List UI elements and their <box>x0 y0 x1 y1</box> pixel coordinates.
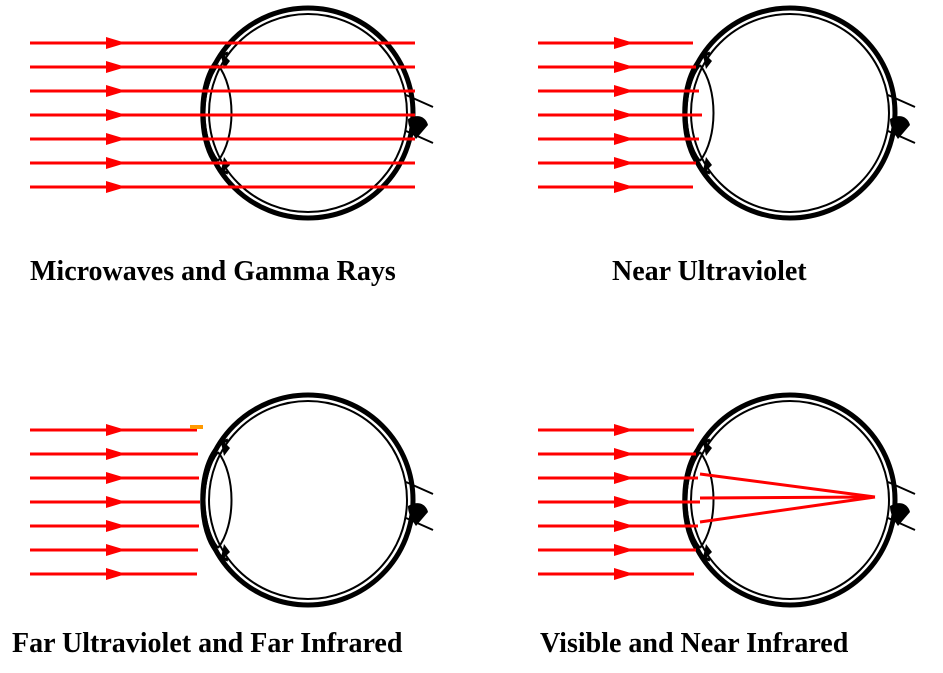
panel-visible-near-ir <box>538 395 915 605</box>
arrow-head-icon <box>106 157 126 169</box>
eye-outline-icon <box>684 395 915 605</box>
arrow-head-icon <box>614 496 634 508</box>
arrow-head-icon <box>106 85 126 97</box>
arrow-head-icon <box>106 37 126 49</box>
caption-near-ultraviolet: Near Ultraviolet <box>612 256 807 287</box>
ray-group <box>538 424 876 580</box>
panel-far-uv-far-ir <box>30 395 433 605</box>
arrow-head-icon <box>106 496 126 508</box>
arrow-head-icon <box>614 133 634 145</box>
arrow-head-icon <box>614 85 634 97</box>
ray-line <box>699 472 876 499</box>
eye-outline-icon <box>684 8 915 218</box>
arrow-head-icon <box>614 520 634 532</box>
ray-line <box>699 495 876 524</box>
arrow-head-icon <box>106 181 126 193</box>
eye-outline-icon <box>202 395 433 605</box>
panel-microwaves-gamma <box>30 8 433 218</box>
arrow-head-icon <box>614 568 634 580</box>
arrow-head-icon <box>106 472 126 484</box>
caption-visible-near-ir: Visible and Near Infrared <box>540 628 849 659</box>
ray-group <box>30 37 415 193</box>
caption-far-uv-far-ir: Far Ultraviolet and Far Infrared <box>12 628 403 659</box>
arrow-head-icon <box>614 157 634 169</box>
arrow-head-icon <box>614 544 634 556</box>
arrow-head-icon <box>614 37 634 49</box>
arrow-head-icon <box>106 544 126 556</box>
panel-near-ultraviolet <box>538 8 915 218</box>
ray-group <box>538 37 702 193</box>
ray-group <box>30 424 203 580</box>
arrow-head-icon <box>614 61 634 73</box>
arrow-head-icon <box>106 448 126 460</box>
arrow-head-icon <box>106 520 126 532</box>
arrow-head-icon <box>106 568 126 580</box>
arrow-head-icon <box>614 109 634 121</box>
arrow-head-icon <box>106 133 126 145</box>
arrow-head-icon <box>614 448 634 460</box>
arrow-head-icon <box>614 472 634 484</box>
arrow-head-icon <box>614 424 634 436</box>
arrow-head-icon <box>106 109 126 121</box>
arrow-head-icon <box>106 424 126 436</box>
ray-line <box>699 495 876 500</box>
caption-microwaves-gamma: Microwaves and Gamma Rays <box>30 256 396 287</box>
arrow-head-icon <box>614 181 634 193</box>
arrow-head-icon <box>106 61 126 73</box>
